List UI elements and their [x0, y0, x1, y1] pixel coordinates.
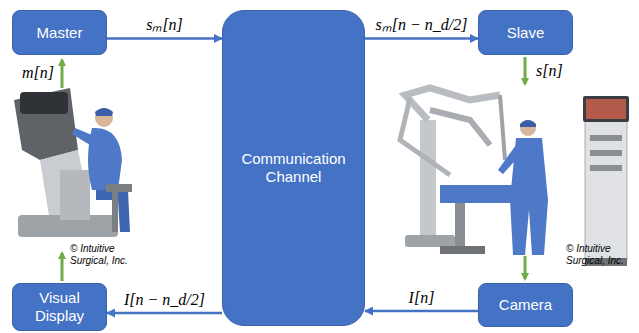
signal-label: I[n − n_d/2] [122, 291, 207, 309]
node-text: Master [37, 24, 83, 42]
green-arrow [61, 60, 64, 88]
connector-arrow [107, 37, 222, 40]
node-text: Communication Channel [231, 150, 356, 186]
green-arrow [524, 57, 527, 84]
signal-label: sₘ[n − n_d/2] [374, 13, 470, 35]
channel-box: Communication Channel [222, 10, 365, 326]
copyright-note: © Intuitive Surgical, Inc. [70, 243, 140, 267]
connector-arrow [365, 37, 478, 40]
connector-arrow [107, 312, 222, 315]
process-box: Camera [478, 283, 573, 327]
green-arrow [524, 256, 527, 279]
vision-tower [583, 96, 629, 266]
patient-cart [400, 88, 548, 255]
process-box: Master [12, 10, 107, 55]
signal-label: m[n] [22, 64, 54, 82]
node-text: Visual Display [21, 289, 98, 325]
signal-label: s[n] [536, 62, 563, 80]
signal-label: sₘ[n] [144, 13, 185, 35]
green-arrow [61, 253, 64, 281]
process-box: Visual Display [12, 283, 107, 331]
process-box: Slave [478, 10, 573, 55]
connector-arrow [365, 310, 478, 313]
surgeon-console [14, 88, 132, 237]
copyright-note: © Intuitive Surgical, Inc. [566, 243, 636, 267]
node-text: Camera [499, 296, 552, 314]
node-text: Slave [507, 24, 545, 42]
signal-label: I[n] [407, 289, 437, 307]
